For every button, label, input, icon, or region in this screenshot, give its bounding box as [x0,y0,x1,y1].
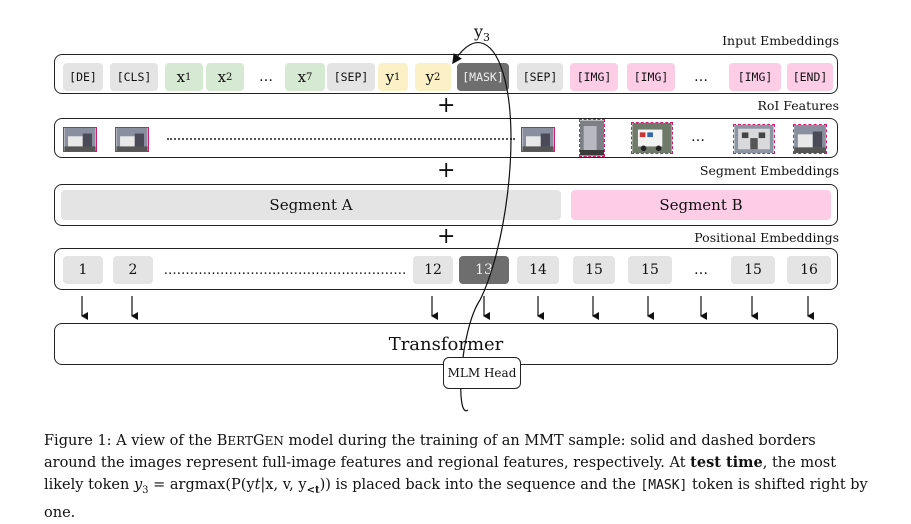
plus-sign-3: + [437,224,456,249]
segment-embeddings-label: Segment Embeddings [699,163,839,178]
token-ellipsis: … [259,69,273,85]
model-name: BERTGEN [216,433,284,449]
segment-embeddings-row: Segment A Segment B [54,184,838,226]
region-thumbnail [733,124,775,154]
roi-ellipsis: … [691,129,705,145]
position-token: 15 [731,256,775,284]
input-token: [CLS] [110,63,158,91]
input-token: [IMG] [570,63,618,91]
input-token: [IMG] [729,63,781,91]
position-token: 16 [787,256,831,284]
figure-caption: Figure 1: A view of the BERTGEN model du… [44,433,868,521]
mlm-head-box: MLM Head [443,357,521,389]
position-token: 12 [413,256,453,284]
roi-dotted-line [167,138,515,140]
token-ellipsis: … [694,69,708,85]
y3-output-label: y3 [474,22,491,45]
region-thumbnail [631,122,673,154]
input-token: [SEP] [517,63,563,91]
roi-features-row: … [54,118,838,158]
image-thumbnail [115,127,149,152]
mask-token-text: [MASK] [640,478,688,493]
segment-a: Segment A [61,190,561,220]
position-token: 13 [459,256,509,284]
input-token: [SEP] [327,63,375,91]
caption-formula: y3 = argmax(P(yt|x, v, y<t)) [133,477,331,496]
segment-b: Segment B [571,190,831,220]
input-token: [IMG] [627,63,675,91]
positional-embeddings-label: Positional Embeddings [694,230,839,245]
position-ellipsis: … [694,262,708,278]
input-embeddings-label: Input Embeddings [722,33,839,48]
plus-sign-1: + [437,93,456,118]
position-ellipsis: ………………………………………………………… [165,262,405,278]
region-thumbnail [793,124,827,154]
image-thumbnail [521,127,555,152]
image-thumbnail [63,127,97,152]
plus-sign-2: + [437,158,456,183]
position-token: 1 [63,256,103,284]
position-token: 2 [113,256,153,284]
input-token: [END] [787,63,833,91]
region-thumbnail [579,119,605,157]
position-token: 15 [573,256,615,284]
mask-token: [MASK] [457,63,509,91]
position-token: 14 [517,256,559,284]
position-token: 15 [628,256,672,284]
roi-features-label: RoI Features [757,98,839,113]
input-token: [DE] [63,63,103,91]
